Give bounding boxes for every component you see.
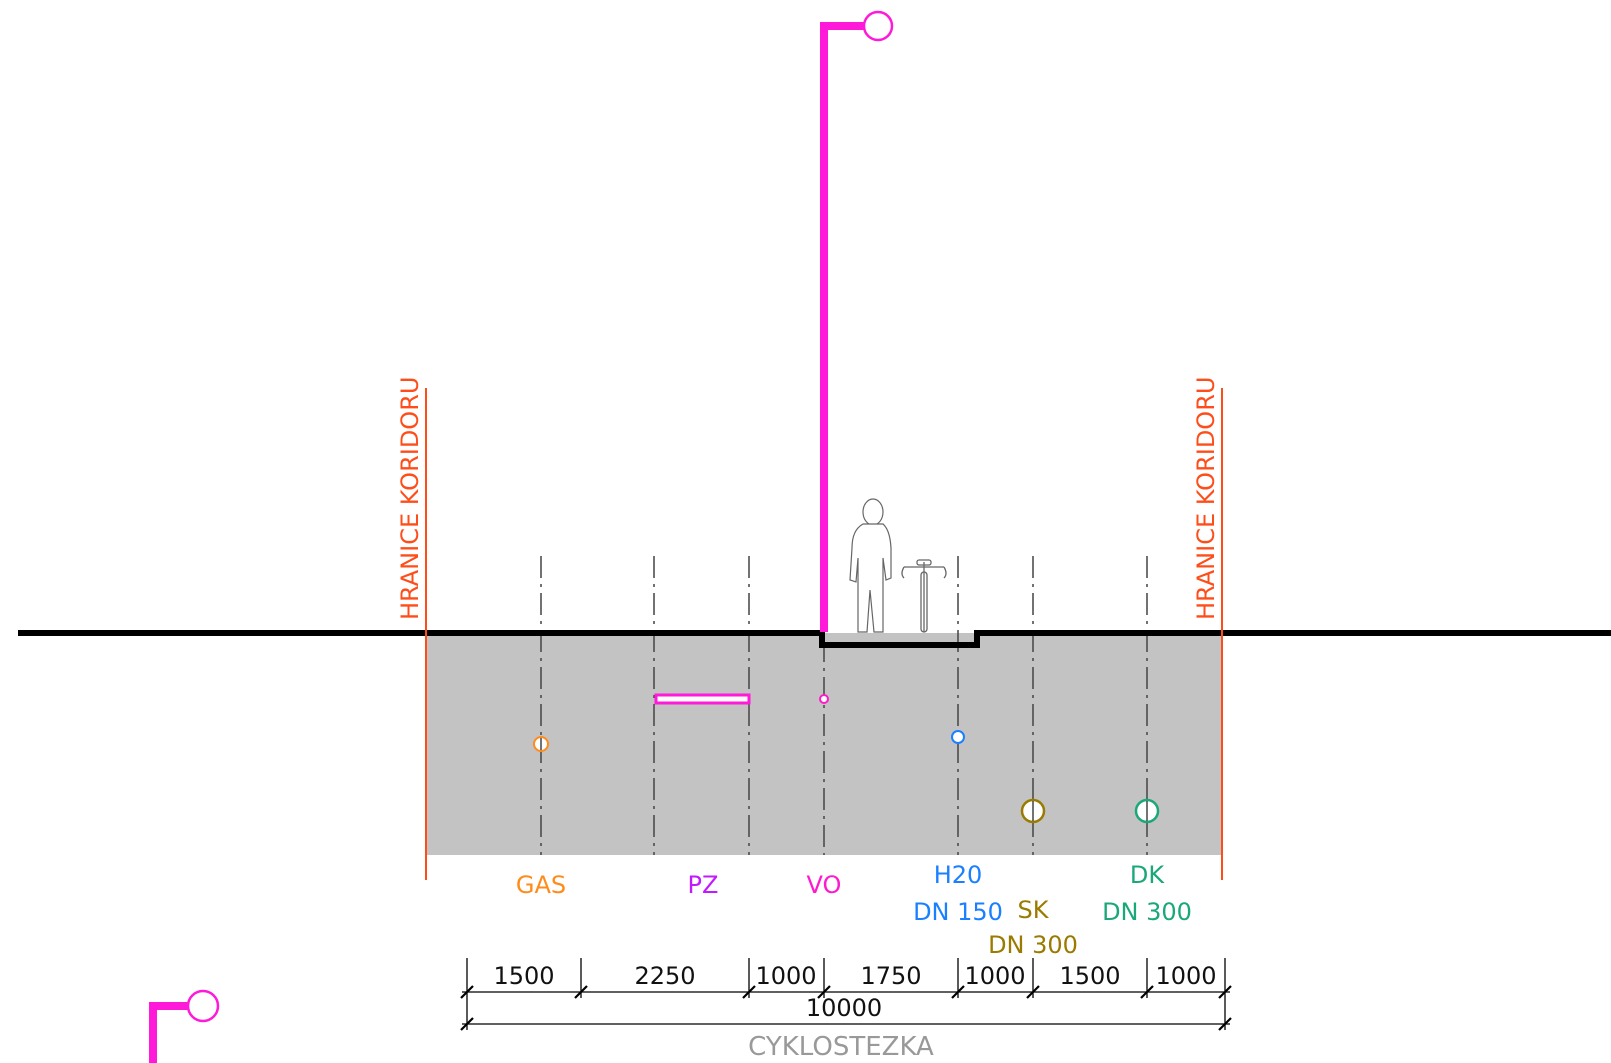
pedestrian-icon	[849, 498, 892, 633]
pz-cable-duct	[654, 693, 751, 705]
h2o-pipe	[951, 730, 965, 744]
dim-segment-2: 2250	[634, 962, 695, 990]
dim-segment-6: 1500	[1059, 962, 1120, 990]
bicycle-icon	[901, 559, 947, 633]
utility-axes	[540, 556, 1148, 855]
pz-label: PZ	[688, 871, 719, 899]
dimension-chain	[460, 958, 1232, 1031]
vo-label: VO	[807, 871, 842, 899]
dk-size-label: DN 300	[1102, 898, 1192, 926]
h2o-label: H20	[934, 861, 983, 889]
dim-segment-5: 1000	[964, 962, 1025, 990]
dim-segment-7: 1000	[1155, 962, 1216, 990]
vo-cable	[819, 694, 829, 704]
sk-size-label: DN 300	[988, 931, 1078, 959]
cyklostezka-label: CYKLOSTEZKA	[748, 1032, 934, 1062]
boundary-label-right: HRANICE KORIDORU	[1192, 377, 1220, 620]
boundary-label-left: HRANICE KORIDORU	[396, 377, 424, 620]
dim-total: 10000	[806, 994, 882, 1022]
gas-label: GAS	[516, 871, 566, 899]
street-lamp-icon	[820, 10, 894, 632]
dim-segment-3: 1000	[755, 962, 816, 990]
sk-label: SK	[1018, 896, 1050, 924]
small-lamp-icon	[149, 989, 220, 1063]
dk-label: DK	[1130, 861, 1165, 889]
terrain-line	[18, 630, 1611, 648]
dim-segment-1: 1500	[493, 962, 554, 990]
pipe-axis-overlay	[540, 738, 1148, 821]
dim-segment-4: 1750	[860, 962, 921, 990]
h2o-size-label: DN 150	[913, 898, 1003, 926]
